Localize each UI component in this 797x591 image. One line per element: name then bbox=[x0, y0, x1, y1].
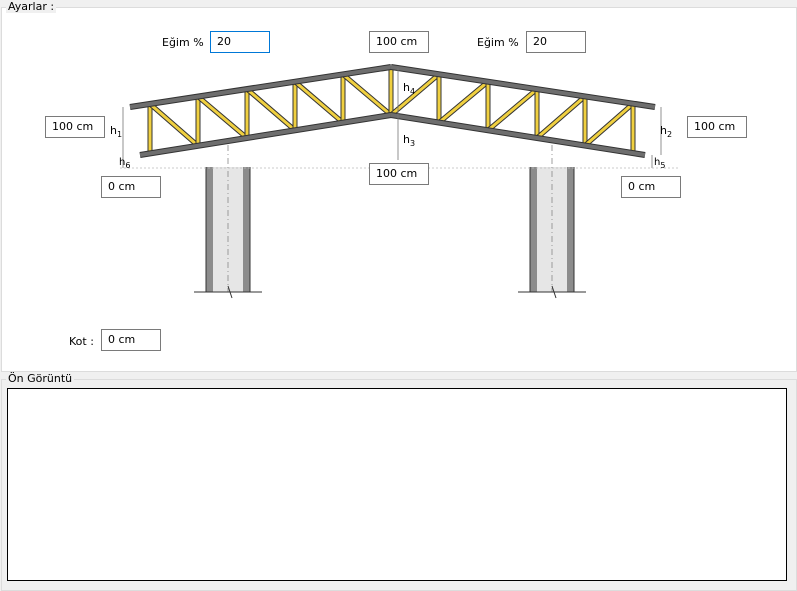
slope-left-input[interactable]: 20 bbox=[210, 31, 270, 53]
truss-chord bbox=[390, 113, 646, 157]
h2-label: h2 bbox=[660, 124, 673, 140]
preview-title: Ön Görüntü bbox=[6, 372, 75, 385]
truss-diagonal bbox=[390, 73, 440, 117]
column-flange bbox=[206, 167, 213, 292]
column-flange bbox=[530, 167, 537, 292]
h6-label: h6 bbox=[119, 157, 131, 170]
h2-input[interactable]: 100 cm bbox=[687, 116, 747, 138]
h5-input[interactable]: 0 cm bbox=[621, 176, 681, 198]
truss-diagonal bbox=[342, 73, 392, 117]
break-symbol bbox=[551, 285, 557, 299]
slope-right-label: Eğim % bbox=[477, 36, 519, 49]
truss-diagonal bbox=[487, 87, 538, 132]
slope-left-label: Eğim % bbox=[162, 36, 204, 49]
preview-canvas bbox=[7, 388, 787, 581]
settings-title: Ayarlar : bbox=[6, 0, 57, 13]
truss-diagonal bbox=[584, 102, 634, 147]
slope-right-input[interactable]: 20 bbox=[526, 31, 586, 53]
truss-chord bbox=[139, 113, 392, 157]
column-flange bbox=[243, 167, 250, 292]
kot-label: Kot : bbox=[69, 335, 94, 348]
truss-diagonal bbox=[536, 95, 586, 140]
truss-chord bbox=[129, 65, 392, 109]
truss-diagonal bbox=[149, 102, 199, 147]
kot-input[interactable]: 0 cm bbox=[101, 329, 161, 351]
h3-input[interactable]: 100 cm bbox=[369, 163, 429, 185]
truss-diagonal bbox=[294, 80, 344, 124]
h5-label: h5 bbox=[654, 157, 666, 170]
h3-label: h3 bbox=[403, 133, 416, 149]
h1-input[interactable]: 100 cm bbox=[45, 116, 105, 138]
break-symbol bbox=[227, 285, 233, 299]
truss-diagonal bbox=[246, 87, 296, 132]
truss-chord bbox=[390, 65, 656, 109]
h4-input[interactable]: 100 cm bbox=[369, 31, 429, 53]
truss-diagonal bbox=[197, 95, 248, 140]
column-flange bbox=[567, 167, 574, 292]
h1-label: h1 bbox=[110, 124, 123, 140]
truss-diagonal bbox=[438, 80, 489, 124]
h6-input[interactable]: 0 cm bbox=[101, 176, 161, 198]
h4-label: h4 bbox=[403, 81, 416, 97]
